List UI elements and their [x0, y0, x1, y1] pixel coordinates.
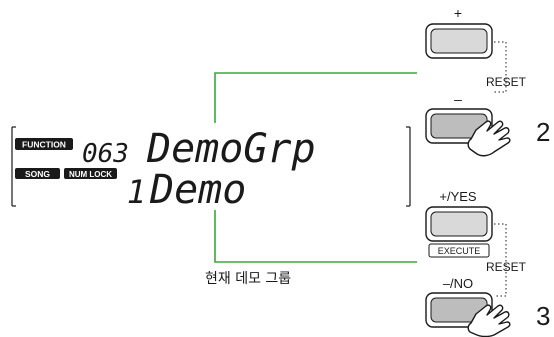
execute-label: EXECUTE [438, 246, 481, 256]
plus-button[interactable]: + [425, 5, 493, 59]
song-tag-label: SONG [25, 169, 50, 179]
execute-badge: EXECUTE [428, 243, 490, 258]
function-value: DemoGrp [146, 126, 316, 172]
numlock-tag [64, 168, 117, 179]
song-number: 1 [127, 173, 146, 211]
numlock-tag-label: NUM LOCK [69, 170, 112, 179]
step-number-3: 3 [536, 301, 550, 331]
reset-connector-top [494, 41, 507, 93]
pressing-hand-icon-2 [467, 304, 511, 337]
callout-line-top [214, 72, 417, 123]
yes-button[interactable]: +/YES [425, 189, 493, 242]
reset-label-top: RESET [486, 75, 527, 89]
pressing-hand-icon [467, 120, 511, 157]
function-tag-label: FUNCTION [22, 140, 66, 150]
current-demo-group-caption: 현재 데모 그룹 [205, 271, 292, 287]
function-number: 063 [82, 139, 129, 169]
song-value: Demo [149, 167, 246, 213]
function-tag [15, 138, 73, 150]
callout-lines [214, 72, 417, 263]
plus-button-label: + [454, 5, 462, 21]
reset-label-bottom: RESET [486, 260, 527, 274]
minus-button-label: – [454, 91, 462, 107]
step-number-2: 2 [536, 117, 550, 147]
callout-line-bottom [214, 210, 417, 263]
song-tag [15, 168, 60, 179]
yes-button-label: +/YES [439, 189, 477, 204]
lcd-display: FUNCTION SONG NUM LOCK 063 DemoGrp 1 Dem… [11, 126, 411, 213]
no-button-label: –/NO [443, 276, 473, 291]
reset-connector-bottom [494, 223, 507, 297]
